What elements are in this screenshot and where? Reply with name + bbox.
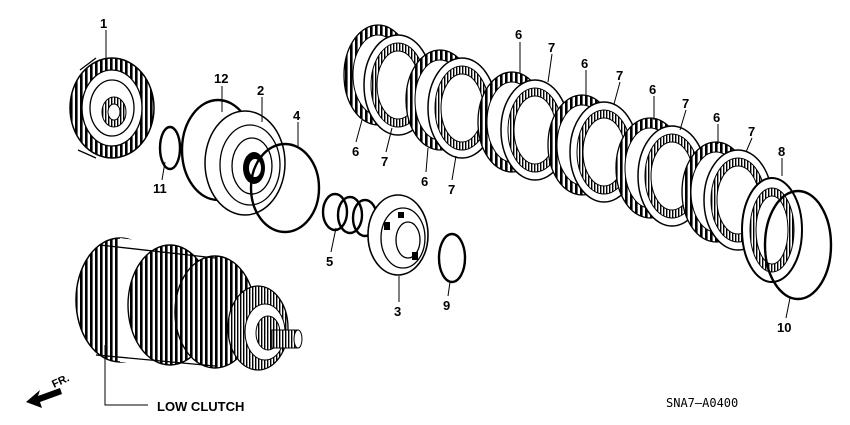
snap-ring-9 [437, 232, 467, 284]
figure-code: SNA7—A0400 [666, 396, 738, 410]
callout-7e: 7 [682, 96, 689, 111]
callout-7c: 7 [548, 40, 555, 55]
callout-7a: 7 [381, 154, 388, 169]
clutch-drum [69, 57, 155, 159]
callout-8: 8 [778, 144, 785, 159]
snap-ring-11 [158, 125, 182, 171]
callout-7d: 7 [616, 68, 623, 83]
callout-11: 11 [153, 181, 167, 196]
callout-12: 12 [214, 71, 228, 86]
callout-10: 10 [777, 320, 791, 335]
spring-retainer [367, 194, 429, 276]
callout-6b: 6 [421, 174, 428, 189]
callout-3: 3 [394, 304, 401, 319]
o-ring-4 [249, 142, 321, 234]
callout-7b: 7 [448, 182, 455, 197]
callout-6f: 6 [713, 110, 720, 125]
callout-9: 9 [443, 298, 450, 313]
leader-lines [104, 30, 791, 406]
snap-ring-10 [763, 189, 833, 301]
end-plate-8 [741, 177, 803, 283]
low-clutch-gear-assembly [75, 237, 303, 371]
callout-7f: 7 [748, 124, 755, 139]
callout-1: 1 [100, 16, 107, 31]
callout-6e: 6 [649, 82, 656, 97]
callout-6a: 6 [352, 144, 359, 159]
assembly-caption: LOW CLUTCH [157, 399, 244, 414]
callout-6c: 6 [515, 27, 522, 42]
callout-2: 2 [257, 83, 264, 98]
clutch-piston [204, 110, 286, 216]
callout-5: 5 [326, 254, 333, 269]
fr-label: FR. [50, 372, 71, 390]
clutch-plate-pack [343, 24, 803, 283]
fr-arrow-icon [26, 388, 62, 408]
front-direction-indicator: FR. [26, 372, 71, 408]
callout-4: 4 [293, 108, 301, 123]
callout-labels: 1 12 2 4 11 5 3 9 6 7 6 7 6 7 6 7 6 7 6 … [100, 16, 791, 335]
callout-6d: 6 [581, 56, 588, 71]
